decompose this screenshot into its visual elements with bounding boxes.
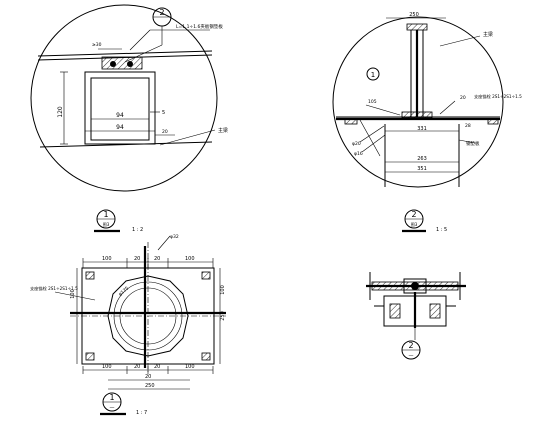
detail-c-dim-bot-m1: 20 [134,364,140,370]
detail-c-ring-core [119,287,177,345]
detail-c-ring-inner [113,281,183,351]
detail-c-bottom-dim1: 20 [145,374,151,380]
detail-d-title-ref: — [409,353,414,359]
detail-c-dim-top-r: 100 [185,256,195,262]
detail-c: 100 20 20 100 φ32 支座锚栓 2S1÷2S1÷1.5 φ175 … [30,234,226,390]
detail-a-beam-top-line [37,50,213,57]
detail-a-label-right: 主梁 [218,127,228,134]
detail-a-dim-gap: 5 [162,110,165,116]
detail-b-scale: 1 : 5 [436,227,447,233]
detail-a-scale: 1 : 2 [132,227,143,233]
detail-b-note-right-3: 28 [465,123,471,129]
detail-a-title: 1 图3 1 : 2 [94,209,143,233]
detail-c-title-ref: — [110,405,115,411]
detail-b-dim-low1: 263 [417,156,427,162]
detail-a-pier-inner [90,77,150,141]
detail-c-dim-bot-m2: 20 [154,364,160,370]
detail-a-pier-outer [84,71,156,145]
detail-c-dim-side-r1: 250 [220,311,226,321]
detail-a-dim-small: 20 [162,129,168,135]
detail-b-note-right-2: 钢垫板 [466,140,480,147]
detail-b: 250 主梁 1 105 20 支座锚栓 2S1÷2S1÷1.5 331 263… [332,12,522,188]
detail-b-note-left-2: φ20 [352,141,361,147]
detail-a-callout: 2 [124,7,172,63]
detail-a-dim-inner2: 94 [116,124,124,131]
detail-b-dim-top: 250 [409,12,419,18]
detail-c-dim-bot-l: 100 [102,364,112,370]
detail-b-dim-low2: 351 [417,166,427,172]
detail-c-side-note: 支座锚栓 2S1÷2S1÷1.5 [30,285,78,292]
detail-c-dim-top-m2: 20 [154,256,160,262]
detail-b-note-left-1: 105 [368,99,377,105]
detail-b-title: 2 图3 1 : 5 [402,209,447,233]
detail-a-title-number: 1 [103,210,108,219]
detail-b-boundary-circle [332,16,504,188]
detail-c-bottom-dim2: 250 [145,383,155,389]
detail-a-top-note: L=1.1÷1.6夹板钢垫板 [176,23,223,30]
detail-b-bearing-plate [401,111,433,119]
detail-a-boundary-circle [30,4,218,192]
detail-c-title: 1 — 1 : 7 [100,392,147,416]
detail-c-dim-top-l: 100 [102,256,112,262]
detail-b-label-top-right: 主梁 [483,31,493,38]
detail-c-dim-bot-r: 100 [185,364,195,370]
detail-a-bearing-plate [101,56,143,70]
detail-a-dim-height: 120 [57,106,64,118]
detail-c-title-number: 1 [109,393,114,402]
detail-b-flange-top [406,23,428,31]
detail-a: 2 L=1.1÷1.6夹板钢垫板 ≥30 120 94 94 5 20 [30,4,228,192]
detail-a-dim-inner1: 94 [116,112,124,119]
detail-a-dim-top: ≥30 [92,42,102,48]
detail-a-callout-number: 2 [159,8,164,17]
detail-a-beam-bottom-line [39,141,213,148]
detail-a-bolt-right [127,61,133,67]
detail-c-dim-side-r2: 100 [220,285,226,295]
detail-a-title-ref: 图3 [103,221,110,227]
detail-b-note-left-3: φ16 [354,151,363,157]
detail-b-note-right-4: 支座锚栓 2S1÷2S1÷1.5 [474,93,522,100]
detail-b-callout-left [366,67,380,81]
detail-a-bolt-left [110,61,116,67]
detail-b-dim-mid: 331 [417,126,427,132]
detail-b-callout-left-number: 1 [371,71,375,79]
detail-d [366,272,466,340]
detail-d-title-number: 2 [408,341,413,350]
detail-c-scale: 1 : 7 [136,410,147,416]
detail-c-ring-outer [107,275,189,357]
detail-b-title-number: 2 [411,210,416,219]
detail-d-title: 2 — [401,340,421,360]
detail-c-top-note: φ32 [170,234,179,240]
detail-d-bolt [411,282,419,290]
detail-b-note-right-1: 20 [460,95,466,101]
detail-c-dim-top-m1: 20 [134,256,140,262]
detail-c-dim-side-l: 100 [70,289,76,299]
detail-b-title-ref: 图3 [411,221,418,227]
